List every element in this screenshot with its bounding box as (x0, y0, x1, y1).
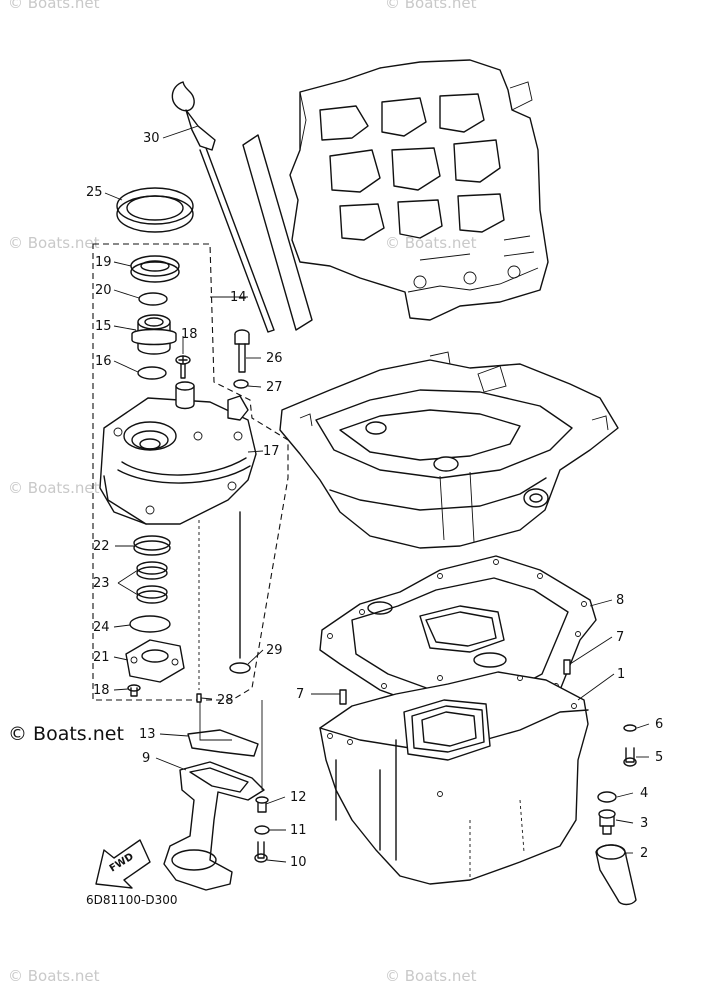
callout-17: 17 (263, 444, 280, 459)
part-11-washer (254, 825, 270, 835)
callout-27: 27 (266, 380, 283, 395)
callout-18-lower: 18 (93, 683, 110, 698)
callout-1: 1 (617, 667, 625, 682)
part-10-bolt (254, 841, 268, 863)
part-27-washer (233, 379, 249, 389)
exhaust-guide (279, 351, 619, 549)
leader-lines (104, 125, 650, 863)
callout-5: 5 (655, 750, 663, 765)
part-6-washer (623, 724, 637, 732)
dipstick-guide-tube (242, 134, 313, 331)
callout-8: 8 (616, 593, 624, 608)
fwd-arrow: FWD (95, 839, 151, 889)
callout-4: 4 (640, 786, 648, 801)
callout-12: 12 (290, 790, 307, 805)
callout-16: 16 (95, 354, 112, 369)
callout-7-left: 7 (296, 687, 304, 702)
callout-22: 22 (93, 539, 110, 554)
part-21-housing (125, 639, 185, 683)
callout-11: 11 (290, 823, 307, 838)
part-24-o-ring (129, 615, 171, 633)
callout-19: 19 (95, 255, 112, 270)
callout-3: 3 (640, 816, 648, 831)
callout-labels: 30 25 19 20 14 15 18 16 26 27 17 22 23 2… (86, 131, 663, 870)
part-16-o-ring (137, 366, 167, 380)
part-18-screw-lower (127, 684, 141, 697)
part-12-sleeve (255, 796, 269, 813)
part-26-bolt (234, 329, 250, 373)
watermark-prominent: © Boats.net (8, 723, 124, 745)
callout-30: 30 (143, 131, 160, 146)
callout-9: 9 (142, 751, 150, 766)
part-20-o-ring (138, 292, 168, 306)
callout-14: 14 (230, 290, 247, 305)
watermark-group: © Boats.net © Boats.net © Boats.net © Bo… (8, 0, 477, 985)
watermark-bottom-right: © Boats.net (385, 967, 477, 985)
diagram-reference-code: 6D81100-D300 (86, 893, 178, 907)
callout-18-upper: 18 (181, 327, 198, 342)
callout-25: 25 (86, 185, 103, 200)
part-9-oil-strainer (163, 761, 265, 891)
part-7-pin-left (339, 689, 347, 705)
callout-20: 20 (95, 283, 112, 298)
callout-23: 23 (93, 576, 110, 591)
part-4-gasket (597, 791, 617, 803)
watermark-mid-right-upper: © Boats.net (385, 234, 477, 252)
callout-29: 29 (266, 643, 283, 658)
part-5-bolt (623, 747, 637, 767)
part-13-gasket (187, 729, 259, 757)
part-22-oil-seal (133, 535, 171, 556)
callout-28: 28 (217, 693, 234, 708)
watermark-mid-left-upper: © Boats.net (8, 234, 100, 252)
part-8-gasket (319, 555, 597, 717)
oil-pump-body (99, 381, 257, 525)
callout-21: 21 (93, 650, 110, 665)
part-28-pin (196, 693, 202, 703)
watermark-top-left: © Boats.net (8, 0, 100, 12)
callout-2: 2 (640, 846, 648, 861)
engine-block-drawing (289, 59, 549, 321)
part-29-o-ring (229, 662, 251, 674)
part-3-drain-plug (598, 809, 616, 835)
part-18-screw-upper (175, 355, 191, 379)
part-2-cover (595, 844, 637, 906)
callout-13: 13 (139, 727, 156, 742)
callout-10: 10 (290, 855, 307, 870)
callout-24: 24 (93, 620, 110, 635)
callout-26: 26 (266, 351, 283, 366)
callout-15: 15 (95, 319, 112, 334)
watermark-top-right: © Boats.net (385, 0, 477, 12)
part-23-bearings (136, 561, 168, 604)
watermark-mid-left: © Boats.net (8, 479, 100, 497)
part-7-pin-right (563, 659, 571, 675)
part-15-bushing (131, 314, 177, 355)
callout-6: 6 (655, 717, 663, 732)
part-25-seal (116, 187, 194, 233)
part-19-oil-seal (130, 255, 180, 283)
part-1-oil-pan (319, 671, 589, 885)
watermark-bottom-left: © Boats.net (8, 967, 100, 985)
callout-7-right: 7 (616, 630, 624, 645)
